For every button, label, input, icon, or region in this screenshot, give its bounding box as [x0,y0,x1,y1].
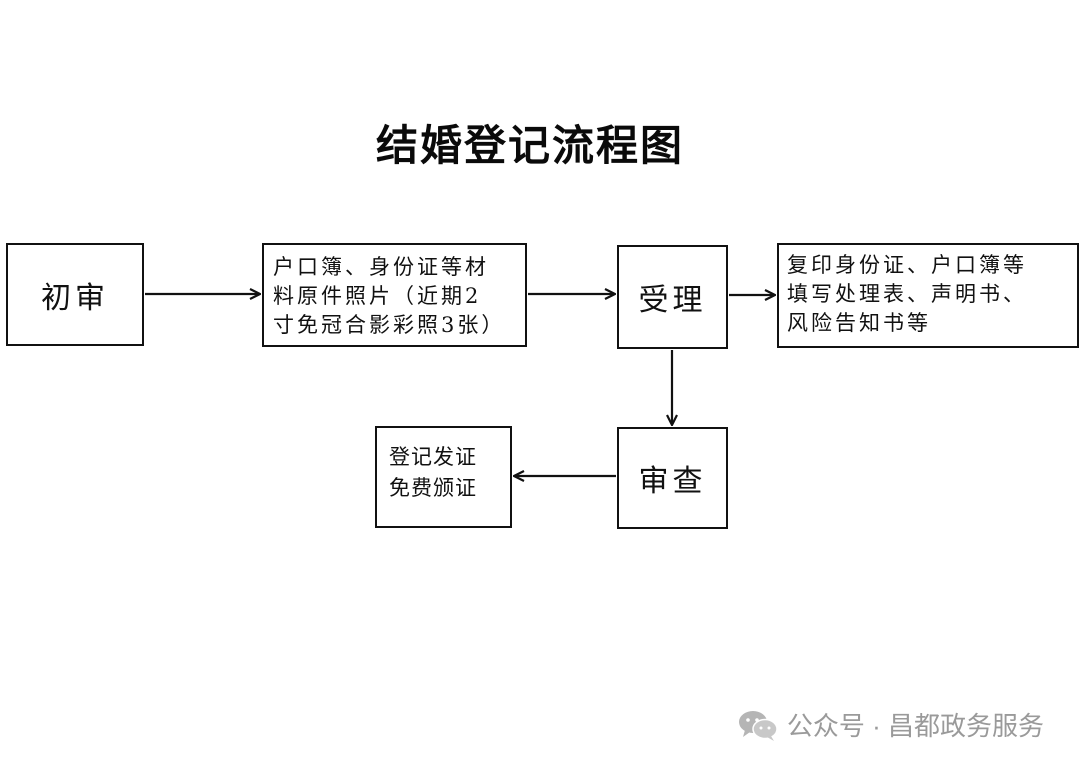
step-initial-review-label: 初审 [41,280,109,316]
step-forms: 复印身份证、户口簿等 填写处理表、声明书、 风险告知书等 [777,243,1079,348]
step-acceptance-label: 受理 [638,283,707,318]
step-examination-label: 审查 [638,464,707,499]
step-forms-text: 复印身份证、户口簿等 填写处理表、声明书、 风险告知书等 [787,253,1027,335]
step-materials-text: 户口簿、身份证等材 料原件照片（近期2 寸免冠合影彩照3张） [273,255,506,337]
wechat-icon [738,710,778,741]
step-acceptance: 受理 [617,245,728,349]
step-examination: 审查 [617,427,728,529]
step-issue-certificate: 登记发证 免费颁证 [375,426,512,528]
page-title: 结婚登记流程图 [375,121,684,170]
step-issue-certificate-text: 登记发证 免费颁证 [389,445,477,500]
watermark: 公众号 · 昌都政务服务 [737,706,1044,743]
step-initial-review: 初审 [6,243,144,346]
watermark-text: 公众号 · 昌都政务服务 [786,711,1044,741]
step-materials: 户口簿、身份证等材 料原件照片（近期2 寸免冠合影彩照3张） [262,243,527,347]
